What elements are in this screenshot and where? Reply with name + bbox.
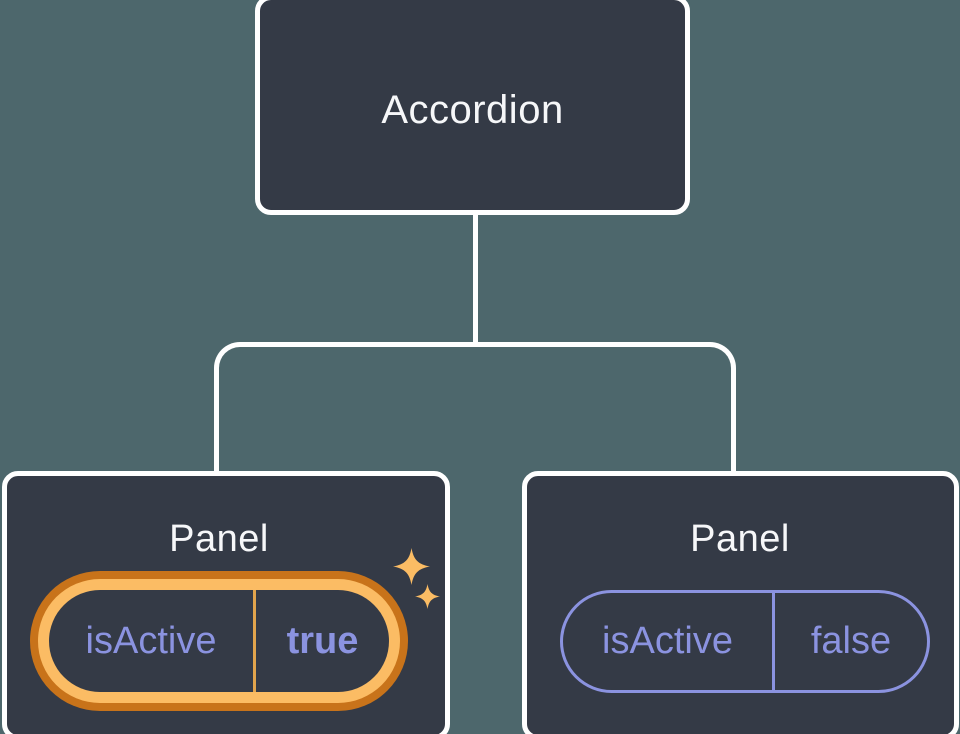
state-pill-body: isActive true [49, 590, 389, 692]
state-prop-value: true [286, 619, 359, 662]
panel-node-active: Panel isActive true [2, 471, 450, 734]
state-prop-value: false [810, 620, 892, 662]
state-pill-divider [253, 590, 256, 692]
panel-label: Panel [169, 518, 269, 560]
panel-node-inactive: Panel isActive false [522, 471, 959, 734]
panel-label: Panel [690, 518, 790, 560]
state-pill-divider [772, 593, 775, 690]
state-prop-name: isActive [602, 620, 733, 662]
accordion-node: Accordion [255, 0, 690, 215]
sparkle-icon [393, 548, 430, 585]
state-pill-highlight-ring: isActive true [38, 579, 400, 703]
connector-branch [214, 342, 736, 476]
connector-stem [473, 212, 478, 347]
accordion-label: Accordion [381, 87, 564, 132]
state-prop-name: isActive [85, 619, 217, 662]
sparkle-icon [415, 584, 440, 609]
state-pill-inactive: isActive false [560, 590, 930, 693]
state-pill-active: isActive true [30, 571, 408, 711]
